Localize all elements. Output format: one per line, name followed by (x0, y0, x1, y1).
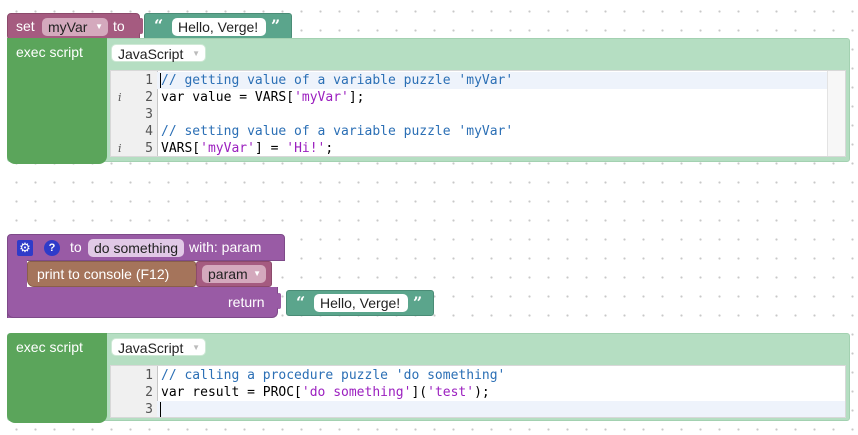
dropdown-arrow-icon: ▼ (192, 343, 200, 352)
procedure-definition-block[interactable]: ⚙ ? to do something with: param (7, 234, 285, 261)
line-number: 2 (145, 90, 153, 105)
input-connector (139, 18, 143, 34)
exec-script-header: exec script (7, 38, 107, 164)
field-connector (100, 46, 104, 60)
set-keyword: set (16, 18, 35, 34)
code-token: VARS[ (161, 141, 201, 156)
code-token: var result = PROC[ (161, 385, 302, 400)
language-value: JavaScript (118, 46, 184, 62)
line-number: 2 (145, 385, 153, 400)
to-keyword: to (70, 239, 82, 255)
input-connector (192, 265, 196, 281)
text-string-block[interactable]: “ Hello, Verge! ” (144, 13, 292, 40)
string-value: Hello, Verge! (178, 19, 259, 35)
code-line: // getting value of a variable puzzle 'm… (161, 72, 513, 89)
code-token: // setting value of a variable puzzle 'm… (161, 124, 514, 139)
language-dropdown[interactable]: JavaScript ▼ (111, 338, 206, 356)
code-line: VARS['myVar'] = 'Hi!'; (161, 140, 334, 156)
open-quote-icon: “ (296, 293, 306, 312)
active-line-highlight (157, 72, 845, 89)
string-field[interactable]: Hello, Verge! (314, 294, 408, 312)
input-connector (277, 293, 281, 309)
close-quote-icon: ” (271, 16, 281, 35)
code-token: 'myVar' (294, 90, 349, 105)
dropdown-arrow-icon: ▼ (192, 49, 200, 58)
code-token: 'Hi!' (286, 141, 326, 156)
code-token: // getting value of a variable puzzle 'm… (161, 73, 514, 88)
line-number: 4 (145, 124, 153, 139)
procedure-footer: return (7, 287, 278, 318)
procedure-name: do something (94, 240, 179, 256)
editor-scrollbar[interactable] (827, 71, 845, 156)
variable-dropdown[interactable]: param ▼ (202, 265, 266, 283)
code-token: 'test' (427, 385, 475, 400)
procedure-name-field[interactable]: do something (88, 239, 184, 257)
line-number-gutter (111, 71, 158, 156)
set-variable-block[interactable]: set myVar ▼ to (7, 13, 140, 40)
variable-name: myVar (48, 19, 88, 35)
code-line: // setting value of a variable puzzle 'm… (161, 123, 513, 140)
code-token: 'do something' (301, 385, 412, 400)
code-token: 'myVar' (200, 141, 255, 156)
variable-dropdown[interactable]: myVar ▼ (42, 18, 108, 36)
line-number: 3 (145, 402, 153, 417)
print-label: print to console (F12) (37, 266, 170, 282)
code-token: // calling a procedure puzzle 'do someth… (161, 368, 506, 383)
with-params-label: with: param (189, 239, 262, 255)
language-dropdown[interactable]: JavaScript ▼ (111, 44, 206, 62)
print-console-block[interactable]: print to console (F12) (27, 261, 196, 287)
help-icon[interactable]: ? (44, 240, 60, 256)
variable-name: param (208, 266, 248, 282)
gear-icon[interactable]: ⚙ (17, 240, 33, 256)
code-editor[interactable]: 1 // getting value of a variable puzzle '… (110, 70, 846, 157)
exec-script-block[interactable]: exec script JavaScript ▼ 1 // getting val… (7, 38, 850, 164)
code-token: var value = VARS[ (161, 90, 295, 105)
active-line-highlight (157, 401, 845, 417)
line-number-gutter (111, 366, 158, 417)
code-line: // calling a procedure puzzle 'do someth… (161, 367, 505, 384)
code-token: ] = (254, 141, 287, 156)
line-number: 5 (145, 141, 153, 156)
code-line: var value = VARS['myVar']; (161, 89, 365, 106)
info-marker-icon[interactable]: i (118, 91, 122, 104)
line-number: 1 (145, 73, 153, 88)
line-number: 3 (145, 107, 153, 122)
exec-script-block[interactable]: exec script JavaScript ▼ 1 // calling a p… (7, 333, 850, 423)
language-value: JavaScript (118, 340, 184, 356)
exec-script-label: exec script (16, 339, 83, 355)
dropdown-arrow-icon: ▼ (253, 269, 261, 278)
code-editor[interactable]: 1 // calling a procedure puzzle 'do somet… (110, 365, 846, 418)
code-token: ]( (411, 385, 428, 400)
info-marker-icon[interactable]: i (118, 142, 122, 155)
string-value: Hello, Verge! (320, 295, 401, 311)
text-string-block[interactable]: “ Hello, Verge! ” (286, 290, 434, 316)
code-token: ; (325, 141, 334, 156)
text-cursor (160, 73, 161, 88)
return-label: return (228, 294, 265, 310)
to-keyword: to (113, 18, 125, 34)
code-token: ); (474, 385, 490, 400)
close-quote-icon: ” (413, 293, 423, 312)
exec-script-header: exec script (7, 333, 107, 423)
exec-script-label: exec script (16, 44, 83, 60)
text-cursor (160, 402, 161, 417)
field-connector (100, 341, 104, 355)
dropdown-arrow-icon: ▼ (95, 22, 103, 31)
string-field[interactable]: Hello, Verge! (172, 18, 266, 36)
code-token: ]; (348, 90, 365, 105)
code-line: var result = PROC['do something']('test'… (161, 384, 490, 401)
variable-get-block[interactable]: param ▼ (196, 261, 272, 287)
line-number: 1 (145, 368, 153, 383)
open-quote-icon: “ (154, 16, 164, 35)
